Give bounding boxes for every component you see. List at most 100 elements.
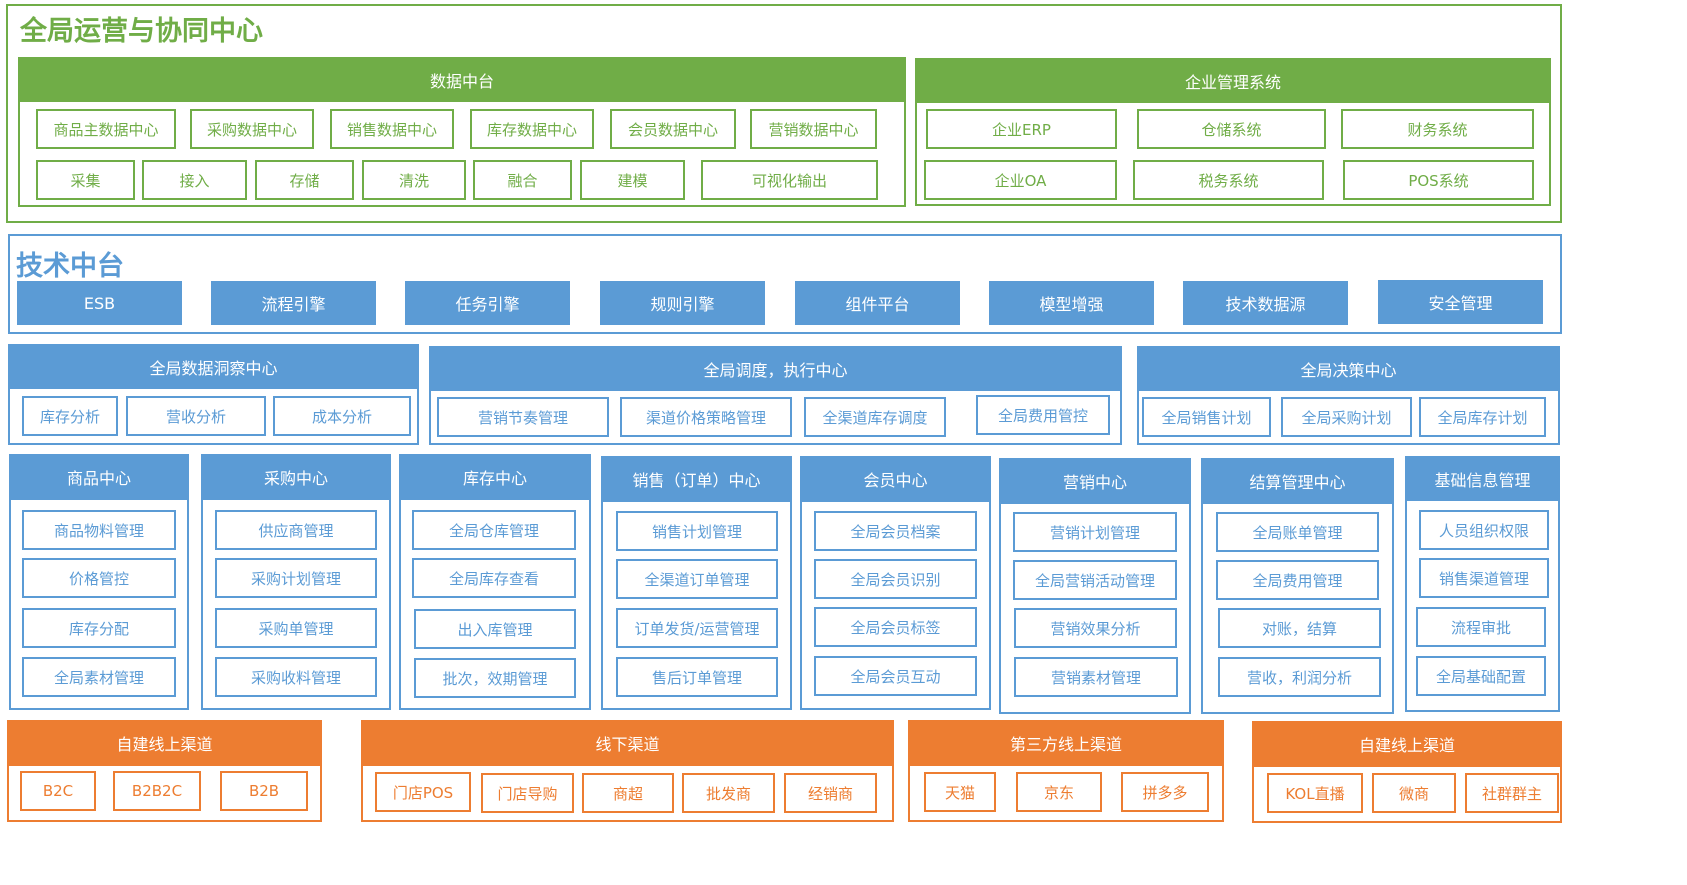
enterprise-system-item: 税务系统 bbox=[1133, 160, 1324, 200]
basic-info-item: 销售渠道管理 bbox=[1419, 558, 1549, 598]
data-center-item: 采购数据中心 bbox=[190, 109, 314, 149]
tech-item: 组件平台 bbox=[795, 281, 960, 325]
channel-item: 门店POS bbox=[375, 772, 471, 812]
basic-info-item: 流程审批 bbox=[1416, 607, 1546, 647]
product-center-header: 商品中心 bbox=[9, 454, 189, 500]
enterprise-system-item: 企业ERP bbox=[926, 109, 1117, 149]
tech-item: ESB bbox=[17, 281, 182, 325]
channel-header: 自建线上渠道 bbox=[7, 720, 322, 766]
tech-item: 模型增强 bbox=[989, 281, 1154, 325]
data-process-item: 融合 bbox=[473, 160, 572, 200]
purchase-item: 采购单管理 bbox=[215, 608, 377, 648]
purchase-center-header: 采购中心 bbox=[201, 454, 391, 500]
sales-item: 销售计划管理 bbox=[616, 511, 778, 551]
tech-platform-section bbox=[8, 234, 1562, 334]
channel-item: 社群群主 bbox=[1465, 773, 1559, 813]
dispatch-item: 渠道价格策略管理 bbox=[620, 397, 792, 437]
enterprise-system-item: 财务系统 bbox=[1341, 109, 1534, 149]
member-item: 全局会员识别 bbox=[814, 559, 977, 599]
decision-item: 全局销售计划 bbox=[1142, 397, 1271, 437]
tech-item: 流程引擎 bbox=[211, 281, 376, 325]
sales-item: 全渠道订单管理 bbox=[616, 559, 778, 599]
insight-center-header: 全局数据洞察中心 bbox=[8, 344, 419, 389]
member-center-header: 会员中心 bbox=[800, 456, 991, 502]
channel-item: KOL直播 bbox=[1267, 773, 1363, 813]
channel-item: B2B2C bbox=[113, 771, 201, 811]
channel-item: 天猫 bbox=[924, 772, 996, 812]
sales-item: 订单发货/运营管理 bbox=[616, 608, 778, 648]
inventory-item: 全局库存查看 bbox=[412, 558, 576, 598]
member-item: 全局会员互动 bbox=[814, 656, 977, 696]
inventory-item: 批次，效期管理 bbox=[414, 658, 576, 698]
tech-item: 安全管理 bbox=[1378, 280, 1543, 324]
sales-center-header: 销售（订单）中心 bbox=[601, 456, 792, 502]
settlement-item: 全局费用管理 bbox=[1216, 560, 1379, 600]
data-center-item: 商品主数据中心 bbox=[36, 109, 176, 149]
marketing-item: 营销素材管理 bbox=[1014, 657, 1178, 697]
purchase-item: 采购收料管理 bbox=[215, 657, 377, 697]
data-center-item: 会员数据中心 bbox=[610, 109, 736, 149]
tech-item: 规则引擎 bbox=[600, 281, 765, 325]
marketing-center-header: 营销中心 bbox=[999, 458, 1191, 504]
channel-item: 门店导购 bbox=[481, 773, 574, 813]
decision-item: 全局库存计划 bbox=[1419, 397, 1546, 437]
data-process-item: 采集 bbox=[36, 160, 135, 200]
settlement-item: 对账，结算 bbox=[1218, 608, 1381, 648]
sales-item: 售后订单管理 bbox=[616, 657, 778, 697]
insight-item: 成本分析 bbox=[273, 396, 411, 436]
channel-header: 线下渠道 bbox=[361, 720, 894, 766]
settlement-item: 全局账单管理 bbox=[1216, 512, 1379, 552]
channel-item: 批发商 bbox=[682, 773, 775, 813]
product-item: 商品物料管理 bbox=[22, 510, 176, 550]
inventory-item: 出入库管理 bbox=[414, 609, 576, 649]
channel-item: 经销商 bbox=[784, 773, 877, 813]
channel-item: 拼多多 bbox=[1121, 772, 1209, 812]
basic-info-header: 基础信息管理 bbox=[1405, 456, 1560, 501]
global-ops-title: 全局运营与协同中心 bbox=[20, 16, 263, 47]
product-item: 价格管控 bbox=[22, 558, 176, 598]
channel-item: 京东 bbox=[1016, 772, 1102, 812]
channel-item: 商超 bbox=[582, 773, 674, 813]
product-item: 库存分配 bbox=[22, 608, 176, 648]
settlement-center-header: 结算管理中心 bbox=[1201, 458, 1394, 504]
tech-item: 任务引擎 bbox=[405, 281, 570, 325]
data-process-item: 可视化输出 bbox=[701, 160, 878, 200]
dispatch-item: 全渠道库存调度 bbox=[804, 397, 946, 437]
marketing-item: 营销计划管理 bbox=[1013, 512, 1177, 552]
insight-item: 营收分析 bbox=[126, 396, 266, 436]
member-item: 全局会员档案 bbox=[814, 511, 977, 551]
global-ops-section bbox=[6, 4, 1562, 223]
basic-info-item: 全局基础配置 bbox=[1416, 656, 1546, 696]
data-center-item: 库存数据中心 bbox=[470, 109, 594, 149]
basic-info-item: 人员组织权限 bbox=[1419, 510, 1549, 550]
tech-item: 技术数据源 bbox=[1183, 281, 1348, 325]
data-center-item: 营销数据中心 bbox=[750, 109, 877, 149]
enterprise-systems-header: 企业管理系统 bbox=[915, 58, 1551, 103]
marketing-item: 营销效果分析 bbox=[1014, 608, 1177, 648]
member-item: 全局会员标签 bbox=[814, 607, 977, 647]
decision-center-header: 全局决策中心 bbox=[1137, 346, 1560, 391]
data-platform-header: 数据中台 bbox=[18, 57, 906, 102]
data-process-item: 接入 bbox=[142, 160, 247, 200]
enterprise-system-item: 仓储系统 bbox=[1137, 109, 1326, 149]
settlement-item: 营收，利润分析 bbox=[1218, 657, 1381, 697]
data-center-item: 销售数据中心 bbox=[330, 109, 454, 149]
channel-item: B2C bbox=[20, 771, 96, 811]
channel-item: B2B bbox=[220, 771, 308, 811]
data-process-item: 清洗 bbox=[362, 160, 466, 200]
tech-platform-title: 技术中台 bbox=[16, 251, 124, 282]
marketing-item: 全局营销活动管理 bbox=[1013, 560, 1177, 600]
inventory-center-header: 库存中心 bbox=[399, 454, 591, 500]
data-process-item: 建模 bbox=[580, 160, 685, 200]
dispatch-item: 营销节奏管理 bbox=[437, 397, 609, 437]
enterprise-system-item: POS系统 bbox=[1343, 160, 1534, 200]
channel-item: 微商 bbox=[1372, 773, 1456, 813]
dispatch-center-header: 全局调度，执行中心 bbox=[429, 346, 1122, 391]
inventory-item: 全局仓库管理 bbox=[412, 510, 576, 550]
decision-item: 全局采购计划 bbox=[1281, 397, 1412, 437]
product-item: 全局素材管理 bbox=[22, 657, 176, 697]
enterprise-system-item: 企业OA bbox=[924, 160, 1117, 200]
dispatch-item: 全局费用管控 bbox=[976, 395, 1110, 435]
channel-header: 第三方线上渠道 bbox=[908, 720, 1224, 766]
channel-header: 自建线上渠道 bbox=[1252, 721, 1562, 767]
